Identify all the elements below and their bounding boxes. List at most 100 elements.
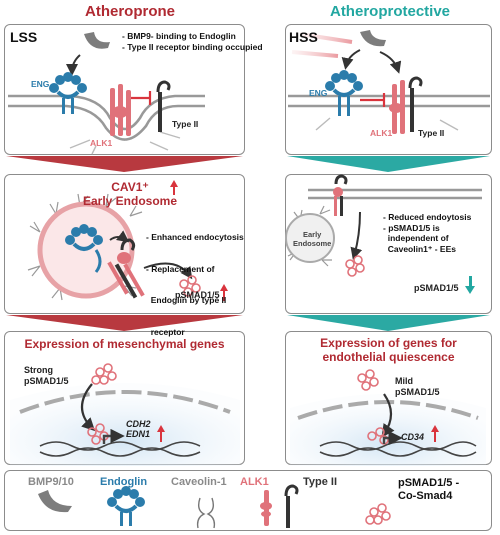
strong-psmad-label: Strong pSMAD1/5: [24, 365, 69, 387]
strong-psmad-arrow: [80, 383, 96, 432]
alk1-receptor-lss: [110, 84, 131, 136]
hss-tag: HSS: [289, 29, 318, 45]
legend-panel: [4, 470, 492, 531]
legend-alk1-icon: [260, 490, 272, 526]
alk1-label-lss: ALK1: [90, 138, 113, 148]
up-arrow-genes-left: [157, 425, 165, 442]
mid-left-bullet-1: - Enhanced endocytosis: [146, 232, 244, 242]
psmad-cluster-mid-right: [345, 255, 365, 277]
type2-receptor-lss: [156, 80, 171, 132]
legend-psmad-line2: Co-Smad4: [398, 490, 453, 502]
cav1-title: CAV1⁺ Early Endosome: [60, 180, 200, 208]
type2-receptor-hss: [408, 76, 423, 132]
atheroprone-title: Atheroprone: [85, 3, 175, 20]
legend-type2-icon: [284, 484, 299, 528]
type2-label-lss: Type II: [172, 119, 199, 129]
mild-label: Mild: [395, 376, 413, 386]
psmad-cluster-mid-left: [179, 275, 201, 297]
lss-bullet-2: - Type II receptor binding occupied: [122, 41, 263, 52]
transcription-arrow-right: [382, 430, 403, 446]
mid-right-bullet-4: Caveolin1⁺ - EEs: [383, 243, 456, 254]
early-endosome-label: Early Endosome: [293, 230, 331, 248]
gene-cd34: CD34: [401, 432, 425, 442]
early-endosome-label-2: Endosome: [293, 239, 332, 248]
endoglin-receptor-hss: [325, 70, 363, 116]
mild-psmad-arrow: [381, 393, 395, 438]
gene-edn1: EDN1: [126, 429, 151, 439]
mild-psmad: pSMAD1/5: [395, 387, 440, 397]
lss-flow-arrows: [20, 28, 110, 78]
cav1-title-line1: CAV1⁺: [111, 180, 149, 194]
legend-alk1-label: ALK1: [240, 476, 269, 488]
psmad-cluster-br-top: [357, 369, 379, 391]
lss-tag: LSS: [10, 29, 38, 45]
early-endosome-label-1: Early: [302, 230, 322, 239]
left-transition-arrow-2: [6, 315, 243, 331]
alk1-label-hss: ALK1: [370, 128, 393, 138]
hss-panel: [285, 24, 492, 155]
down-arrow-psmad-right: [465, 276, 475, 294]
bmp9-ligand: [84, 32, 110, 49]
lss-bullets: - BMP9- binding to Endoglin - Type II re…: [122, 31, 263, 52]
receptor-mid-right: [333, 174, 348, 216]
eng-label-lss: ENG: [31, 79, 50, 89]
strong-label: Strong: [24, 365, 53, 375]
mid-right-bullet-1: - Reduced endoytosis: [383, 212, 472, 222]
up-arrow-genes-right: [431, 425, 439, 442]
psmad-label-mid-right: pSMAD1/5: [414, 283, 459, 293]
hss-flow-arrows: [291, 32, 353, 76]
early-endosome-right: [285, 213, 335, 263]
legend-caveolin-label: Caveolin-1: [171, 476, 227, 488]
left-transition-arrow: [6, 156, 243, 172]
eng-label-hss: ENG: [309, 88, 328, 98]
gene-labels-left: CDH2 EDN1: [126, 419, 151, 439]
right-transition-arrow-2: [287, 315, 490, 331]
up-arrow-cav1: [170, 180, 178, 195]
legend-bmp-icon: [38, 490, 72, 513]
lss-bullet-1: - BMP9- binding to Endoglin: [122, 31, 236, 41]
alk1-type2-complex-left: [107, 238, 145, 299]
legend-type2-label: Type II: [303, 476, 338, 488]
quiescence-title-2: endothelial quiescence: [322, 350, 455, 364]
endoglin-receptor-lss: [49, 72, 87, 114]
legend-caveolin-icon: [196, 497, 216, 529]
bmp9-ligand-hss: [360, 30, 386, 47]
lss-membrane: [8, 94, 205, 141]
legend-bmp-label: BMP9/10: [28, 476, 74, 488]
right-transition-arrow: [287, 156, 490, 172]
mid-left-bullet-3: Endoglin by type II: [146, 295, 227, 305]
to-psmad-arrow-left: [143, 262, 193, 280]
mild-psmad-label: Mild pSMAD1/5: [395, 376, 440, 398]
mesenchymal-title: Expression of mesenchymal genes: [24, 337, 225, 351]
mid-right-bullets: - Reduced endoytosis - pSMAD1/5 is indep…: [383, 212, 471, 254]
lss-panel: [4, 24, 245, 155]
nucleus-left: [10, 383, 240, 466]
cav1-title-line2: Early Endosome: [82, 194, 178, 208]
legend-endoglin-label: Endoglin: [100, 476, 148, 488]
psmad-cluster-bl-top: [91, 363, 117, 385]
legend-psmad-label: pSMAD1/5 - Co-Smad4: [398, 477, 459, 503]
alk1-receptor-hss: [389, 80, 405, 134]
legend-psmad-icon: [365, 503, 391, 525]
mid-right-bullet-3: independent of: [383, 233, 449, 243]
mid-left-bullets: - Enhanced endocytosis - Replacement of …: [146, 211, 244, 348]
transcription-arrow-left: [102, 428, 125, 444]
mid-left-bullet-2: - Replacement of: [146, 263, 215, 274]
inhibition-mark-hss: [360, 93, 386, 107]
mid-left-bullet-4: receptor: [146, 326, 185, 337]
psmad-label-mid-left: pSMAD1/5: [175, 290, 220, 300]
mid-right-bullet-2: - pSMAD1/5 is: [383, 222, 440, 233]
up-arrow-psmad-left: [220, 284, 228, 301]
type2-label-hss: Type II: [418, 128, 445, 138]
nuclear-envelope-left: [19, 390, 231, 414]
atheroprotective-title: Atheroprotective: [329, 3, 451, 20]
legend-endoglin-icon: [107, 486, 145, 526]
quiescence-title: Expression of genes for endothelial quie…: [287, 336, 490, 364]
quiescence-title-1: Expression of genes for: [320, 336, 457, 350]
strong-psmad: pSMAD1/5: [24, 376, 69, 386]
legend-psmad-line1: pSMAD1/5 -: [398, 477, 460, 489]
hss-membrane: [288, 94, 490, 108]
gene-cdh2: CDH2: [126, 419, 151, 429]
endoglin-in-endosome: [65, 224, 103, 251]
